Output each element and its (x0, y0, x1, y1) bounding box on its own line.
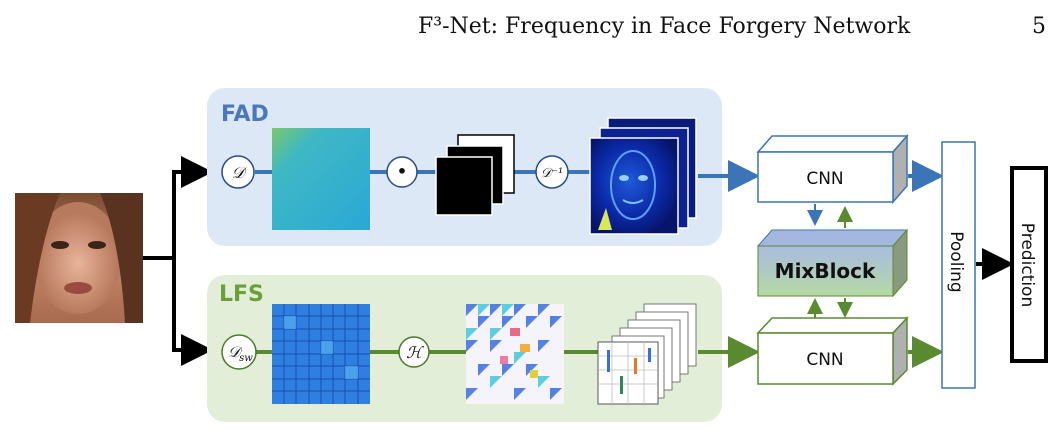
lfs-title: LFS (219, 282, 264, 307)
svg-text:𝒟: 𝒟 (228, 343, 243, 361)
local-statistics-map-image (466, 304, 564, 404)
frequency-face-maps-stack (589, 117, 697, 235)
svg-text:CNN: CNN (806, 169, 843, 189)
local-frequency-grid-image (272, 304, 370, 404)
dct-operator-node: 𝒟 (221, 155, 255, 189)
page-number: 5 (1032, 14, 1046, 39)
svg-text:Pooling: Pooling (946, 231, 966, 292)
fad-title: FAD (221, 102, 269, 127)
entropy-operator-node: ℋ (398, 336, 430, 368)
svg-text:•: • (397, 162, 407, 181)
product-operator-node: • (386, 156, 418, 188)
prediction-block: Prediction (1010, 166, 1048, 363)
mixblock-exchange-arrows (807, 204, 853, 318)
input-fork-arrows (143, 156, 213, 366)
cnn-top-block: CNN (756, 134, 909, 204)
sliding-dct-operator-node: 𝒟 sw (221, 334, 257, 370)
frequency-spectrum-image (272, 128, 370, 230)
filter-masks-stack (435, 134, 515, 216)
mixblock: MixBlock (756, 228, 909, 298)
feature-sheets-stack (597, 303, 697, 405)
input-face-image (15, 193, 143, 323)
svg-text:MixBlock: MixBlock (775, 259, 876, 283)
running-head-title: F³-Net: Frequency in Face Forgery Networ… (418, 14, 911, 39)
pooling-block: Pooling (941, 141, 976, 389)
svg-text:CNN: CNN (806, 350, 843, 370)
running-head: F³-Net: Frequency in Face Forgery Networ… (418, 14, 910, 39)
svg-text:𝒟⁻¹: 𝒟⁻¹ (541, 166, 563, 181)
svg-text:𝒟: 𝒟 (232, 163, 248, 182)
svg-text:sw: sw (239, 353, 253, 364)
cnn-bottom-block: CNN (756, 316, 909, 386)
svg-text:Prediction: Prediction (1017, 223, 1037, 307)
inverse-dct-operator-node: 𝒟⁻¹ (535, 155, 569, 189)
svg-text:ℋ: ℋ (406, 343, 424, 362)
